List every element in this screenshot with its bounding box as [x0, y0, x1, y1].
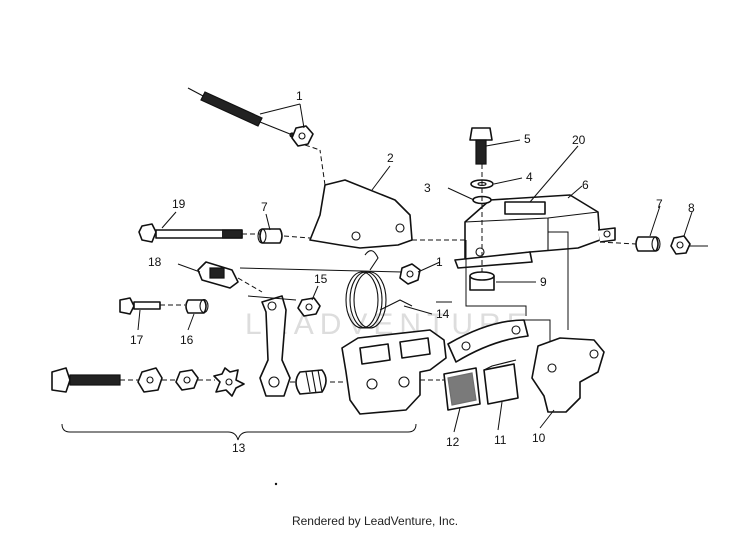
callout-3: 3: [424, 181, 431, 195]
part-14-spring[interactable]: [345, 250, 413, 329]
caliper-body[interactable]: [341, 329, 447, 415]
callout-20: 20: [572, 133, 586, 147]
callout-15: 15: [314, 272, 328, 286]
callout-17: 17: [130, 333, 144, 347]
part-17-bolt[interactable]: [119, 297, 185, 315]
callout-6: 6: [582, 178, 589, 192]
part-18-clip[interactable]: [197, 261, 263, 293]
part-11-backing-plate[interactable]: [483, 359, 519, 405]
callout-5: 5: [524, 132, 531, 146]
callout-1-mid: 1: [436, 255, 443, 269]
callout-16: 16: [180, 333, 194, 347]
part-12-brake-pad[interactable]: [443, 367, 481, 411]
callout-9: 9: [540, 275, 547, 289]
part-19-bolt[interactable]: [138, 223, 262, 243]
part-16-spacer[interactable]: [185, 298, 209, 314]
part-1-cable-assembly[interactable]: [187, 87, 321, 151]
part-5-bolt[interactable]: [469, 127, 493, 165]
part-9-bushing[interactable]: [469, 271, 495, 291]
part-6-housing[interactable]: [454, 194, 616, 269]
callout-1-top: 1: [296, 89, 303, 103]
callout-13: 13: [232, 441, 246, 455]
part-1-nut[interactable]: [399, 263, 421, 285]
part-10-plate[interactable]: [531, 337, 605, 413]
footer-credit: Rendered by LeadVenture, Inc.: [291, 514, 459, 528]
part-7-spacer-right[interactable]: [635, 236, 661, 252]
callout-2: 2: [387, 151, 394, 165]
part-15-nut[interactable]: [297, 297, 321, 317]
part-7-spacer-left[interactable]: [257, 228, 311, 244]
stray-dot: [274, 482, 278, 486]
callout-14: 14: [436, 307, 450, 321]
part-2-bracket[interactable]: [309, 149, 413, 249]
callout-18: 18: [148, 255, 162, 269]
callout-7-right: 7: [656, 197, 663, 211]
callout-12: 12: [446, 435, 460, 449]
callout-7-left: 7: [261, 200, 268, 214]
part-13-assembly[interactable]: [51, 295, 345, 397]
part-8-nut[interactable]: [670, 235, 691, 255]
callout-4: 4: [526, 170, 533, 184]
callout-11: 11: [494, 433, 507, 447]
callout-19: 19: [172, 197, 186, 211]
callout-8: 8: [688, 201, 695, 215]
callout-10: 10: [532, 431, 546, 445]
brake-pad-arc[interactable]: [447, 319, 529, 363]
